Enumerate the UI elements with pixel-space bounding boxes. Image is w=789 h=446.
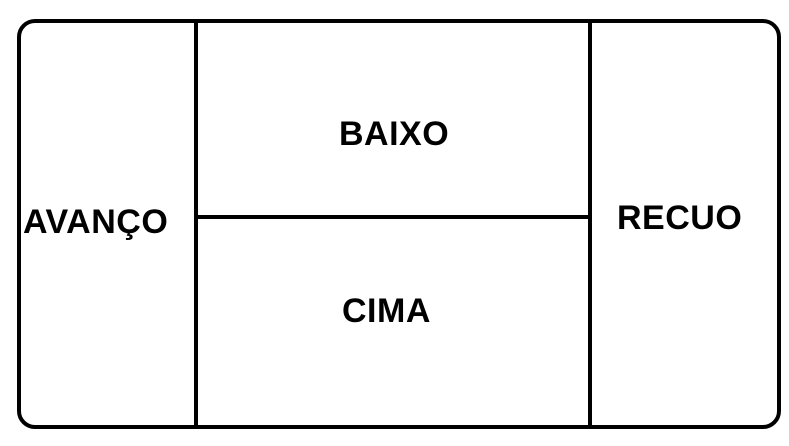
right-divider — [588, 19, 592, 429]
cell-avanco-label: AVANÇO — [23, 203, 169, 241]
cell-recuo-label: RECUO — [617, 199, 743, 237]
center-horizontal-divider — [198, 215, 588, 219]
cell-baixo-label: BAIXO — [339, 115, 450, 153]
cell-cima-label: CIMA — [342, 292, 431, 330]
outer-frame — [17, 19, 781, 429]
left-divider — [194, 19, 198, 429]
